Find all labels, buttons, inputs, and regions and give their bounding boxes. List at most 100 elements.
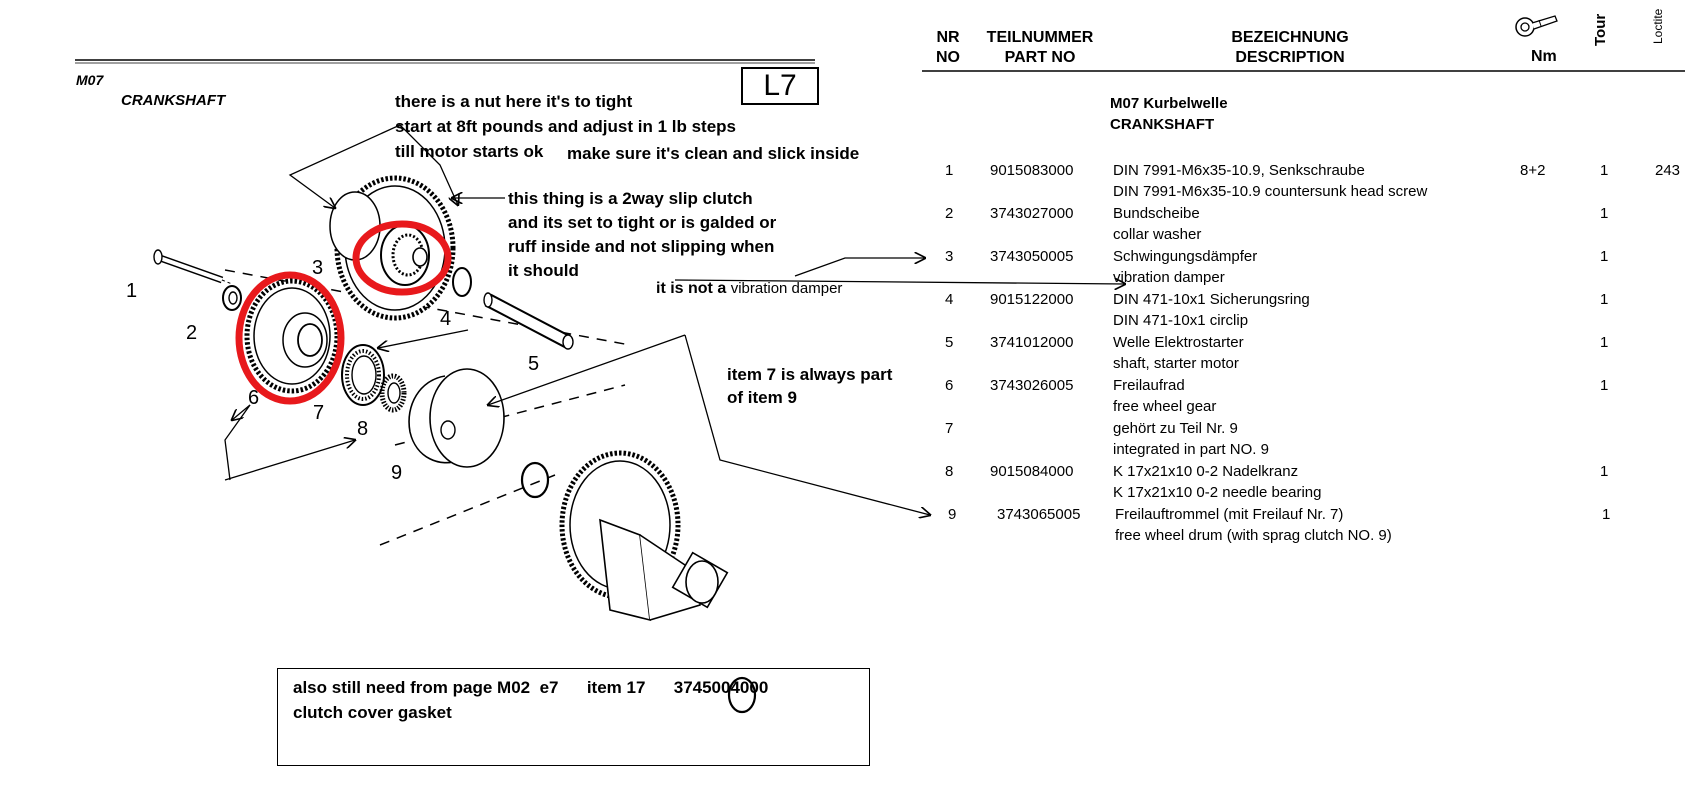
note-item7-line-2: of item 9 — [727, 388, 797, 407]
note-clutch-line-3: ruff inside and not slipping when — [508, 237, 775, 256]
row-2-nr: 2 — [945, 205, 954, 222]
note-clutch-line-4: it should — [508, 261, 579, 280]
note-clutch-line-1: this thing is a 2way slip clutch — [508, 189, 753, 208]
row-3-de: Schwingungsdämpfer — [1113, 248, 1258, 265]
col-header-description-de: BEZEICHNUNG — [1231, 29, 1349, 46]
part-free-wheel-drum — [408, 368, 505, 468]
row-9-tour: 1 — [1602, 506, 1611, 523]
row-8-part: 9015084000 — [990, 463, 1074, 480]
part-needle-bearing — [379, 373, 407, 413]
row-8-nr: 8 — [945, 463, 954, 480]
diagram-number-1: 1 — [126, 280, 138, 302]
col-header-nr-de: NR — [936, 29, 960, 46]
row-8-en: K 17x21x10 0-2 needle bearing — [1113, 484, 1322, 501]
row-6-de: Freilaufrad — [1113, 377, 1185, 394]
arrow-nut-note-2 — [399, 124, 458, 205]
note-damper-prefix: it is not a — [656, 280, 727, 297]
note-clean: make sure it's clean and slick inside — [567, 144, 860, 163]
section-code: M07 — [76, 72, 104, 88]
torque-wrench-icon — [1515, 15, 1558, 37]
note-damper: it is not a vibration damper — [656, 280, 842, 298]
col-header-nr-en: NO — [936, 49, 960, 66]
row-5-tour: 1 — [1600, 334, 1609, 351]
row-3-nr: 3 — [945, 248, 954, 265]
row-7-en: integrated in part NO. 9 — [1113, 441, 1269, 458]
row-5-en: shaft, starter motor — [1113, 355, 1239, 372]
row-6-en: free wheel gear — [1113, 398, 1217, 415]
part-screw — [153, 249, 233, 285]
row-3-part: 3743050005 — [990, 248, 1074, 265]
part-starter-shaft — [483, 292, 574, 350]
row-8-tour: 1 — [1600, 463, 1609, 480]
row-2-part: 3743027000 — [990, 205, 1074, 222]
col-header-description-en: DESCRIPTION — [1235, 49, 1345, 66]
arrow-item9 — [684, 334, 930, 515]
axis-line-bottom — [379, 474, 556, 546]
note-bottom-line-2: clutch cover gasket — [293, 703, 452, 722]
part-o-ring-2 — [727, 676, 757, 714]
diagram-number-5: 5 — [528, 353, 540, 375]
row-5-part: 3741012000 — [990, 334, 1074, 351]
row-5-de: Welle Elektrostarter — [1113, 334, 1244, 351]
part-o-ring-1 — [520, 461, 550, 499]
note-bottom-line-1: also still need from page M02 e7 item 17… — [293, 678, 769, 697]
row-4-en: DIN 471-10x1 circlip — [1113, 312, 1249, 329]
row-1-loctite: 243 — [1655, 162, 1681, 179]
col-header-partno: TEILNUMMER PART NO — [970, 28, 1110, 68]
page-label: L7 — [741, 67, 819, 105]
arrow-damper-line — [674, 280, 1125, 284]
row-9-part: 3743065005 — [997, 506, 1081, 523]
row-4-nr: 4 — [945, 291, 954, 308]
section-name: CRANKSHAFT — [121, 92, 226, 109]
row-1-nr: 1 — [945, 162, 954, 179]
arrow-nut-note — [288, 124, 401, 208]
part-sprag-clutch — [341, 344, 385, 406]
arrow-item-8 — [224, 440, 355, 481]
row-6-tour: 1 — [1600, 377, 1609, 394]
diagram-number-7: 7 — [313, 402, 325, 424]
row-3-en: vibration damper — [1113, 269, 1225, 286]
group-title-en: CRANKSHAFT — [1110, 116, 1215, 133]
col-header-partno-de: TEILNUMMER — [986, 29, 1094, 46]
arrow-damper-row — [794, 258, 925, 277]
note-nut-line-2: start at 8ft pounds and adjust in 1 lb s… — [395, 117, 736, 136]
row-1-nm: 8+2 — [1520, 162, 1546, 179]
diagram-number-8: 8 — [357, 418, 369, 440]
col-header-nm: Nm — [1531, 48, 1557, 65]
highlight-circle-small-gear — [352, 220, 452, 296]
row-8-de: K 17x21x10 0-2 Nadelkranz — [1113, 463, 1299, 480]
row-1-part: 9015083000 — [990, 162, 1074, 179]
row-6-part: 3743026005 — [990, 377, 1074, 394]
part-damper-gear — [329, 175, 456, 321]
row-7-nr: 7 — [945, 420, 954, 437]
row-2-en: collar washer — [1113, 226, 1202, 243]
diagram-number-6: 6 — [248, 387, 260, 409]
diagram-number-2: 2 — [186, 322, 198, 344]
row-5-nr: 5 — [945, 334, 954, 351]
row-4-part: 9015122000 — [990, 291, 1074, 308]
row-2-de: Bundscheibe — [1113, 205, 1200, 222]
row-3-tour: 1 — [1600, 248, 1609, 265]
col-header-description: BEZEICHNUNG DESCRIPTION — [1170, 28, 1410, 68]
part-crankshaft — [559, 450, 729, 622]
highlight-circle-free-wheel-gear — [235, 271, 345, 405]
note-clutch-line-2: and its set to tight or is galded or — [508, 213, 777, 232]
col-header-nr: NR NO — [928, 28, 968, 68]
row-9-de: Freilauftrommel (mit Freilauf Nr. 7) — [1115, 506, 1344, 523]
arrow-sprag — [378, 329, 469, 348]
group-title-de: M07 Kurbelwelle — [1110, 95, 1228, 112]
diagram-number-3: 3 — [312, 257, 324, 279]
row-1-de: DIN 7991-M6x35-10.9, Senkschraube — [1113, 162, 1365, 179]
row-6-nr: 6 — [945, 377, 954, 394]
row-4-tour: 1 — [1600, 291, 1609, 308]
row-1-en: DIN 7991-M6x35-10.9 countersunk head scr… — [1113, 183, 1428, 200]
row-9-nr: 9 — [948, 506, 957, 523]
row-7-de: gehört zu Teil Nr. 9 — [1113, 420, 1238, 437]
row-1-tour: 1 — [1600, 162, 1609, 179]
col-header-tour: Tour — [1592, 13, 1609, 46]
note-nut-line-1: there is a nut here it's to tight — [395, 92, 633, 111]
note-item7-line-1: item 7 is always part — [727, 365, 893, 384]
arrow-item-6-head — [232, 404, 251, 420]
part-collar-washer — [222, 285, 242, 311]
